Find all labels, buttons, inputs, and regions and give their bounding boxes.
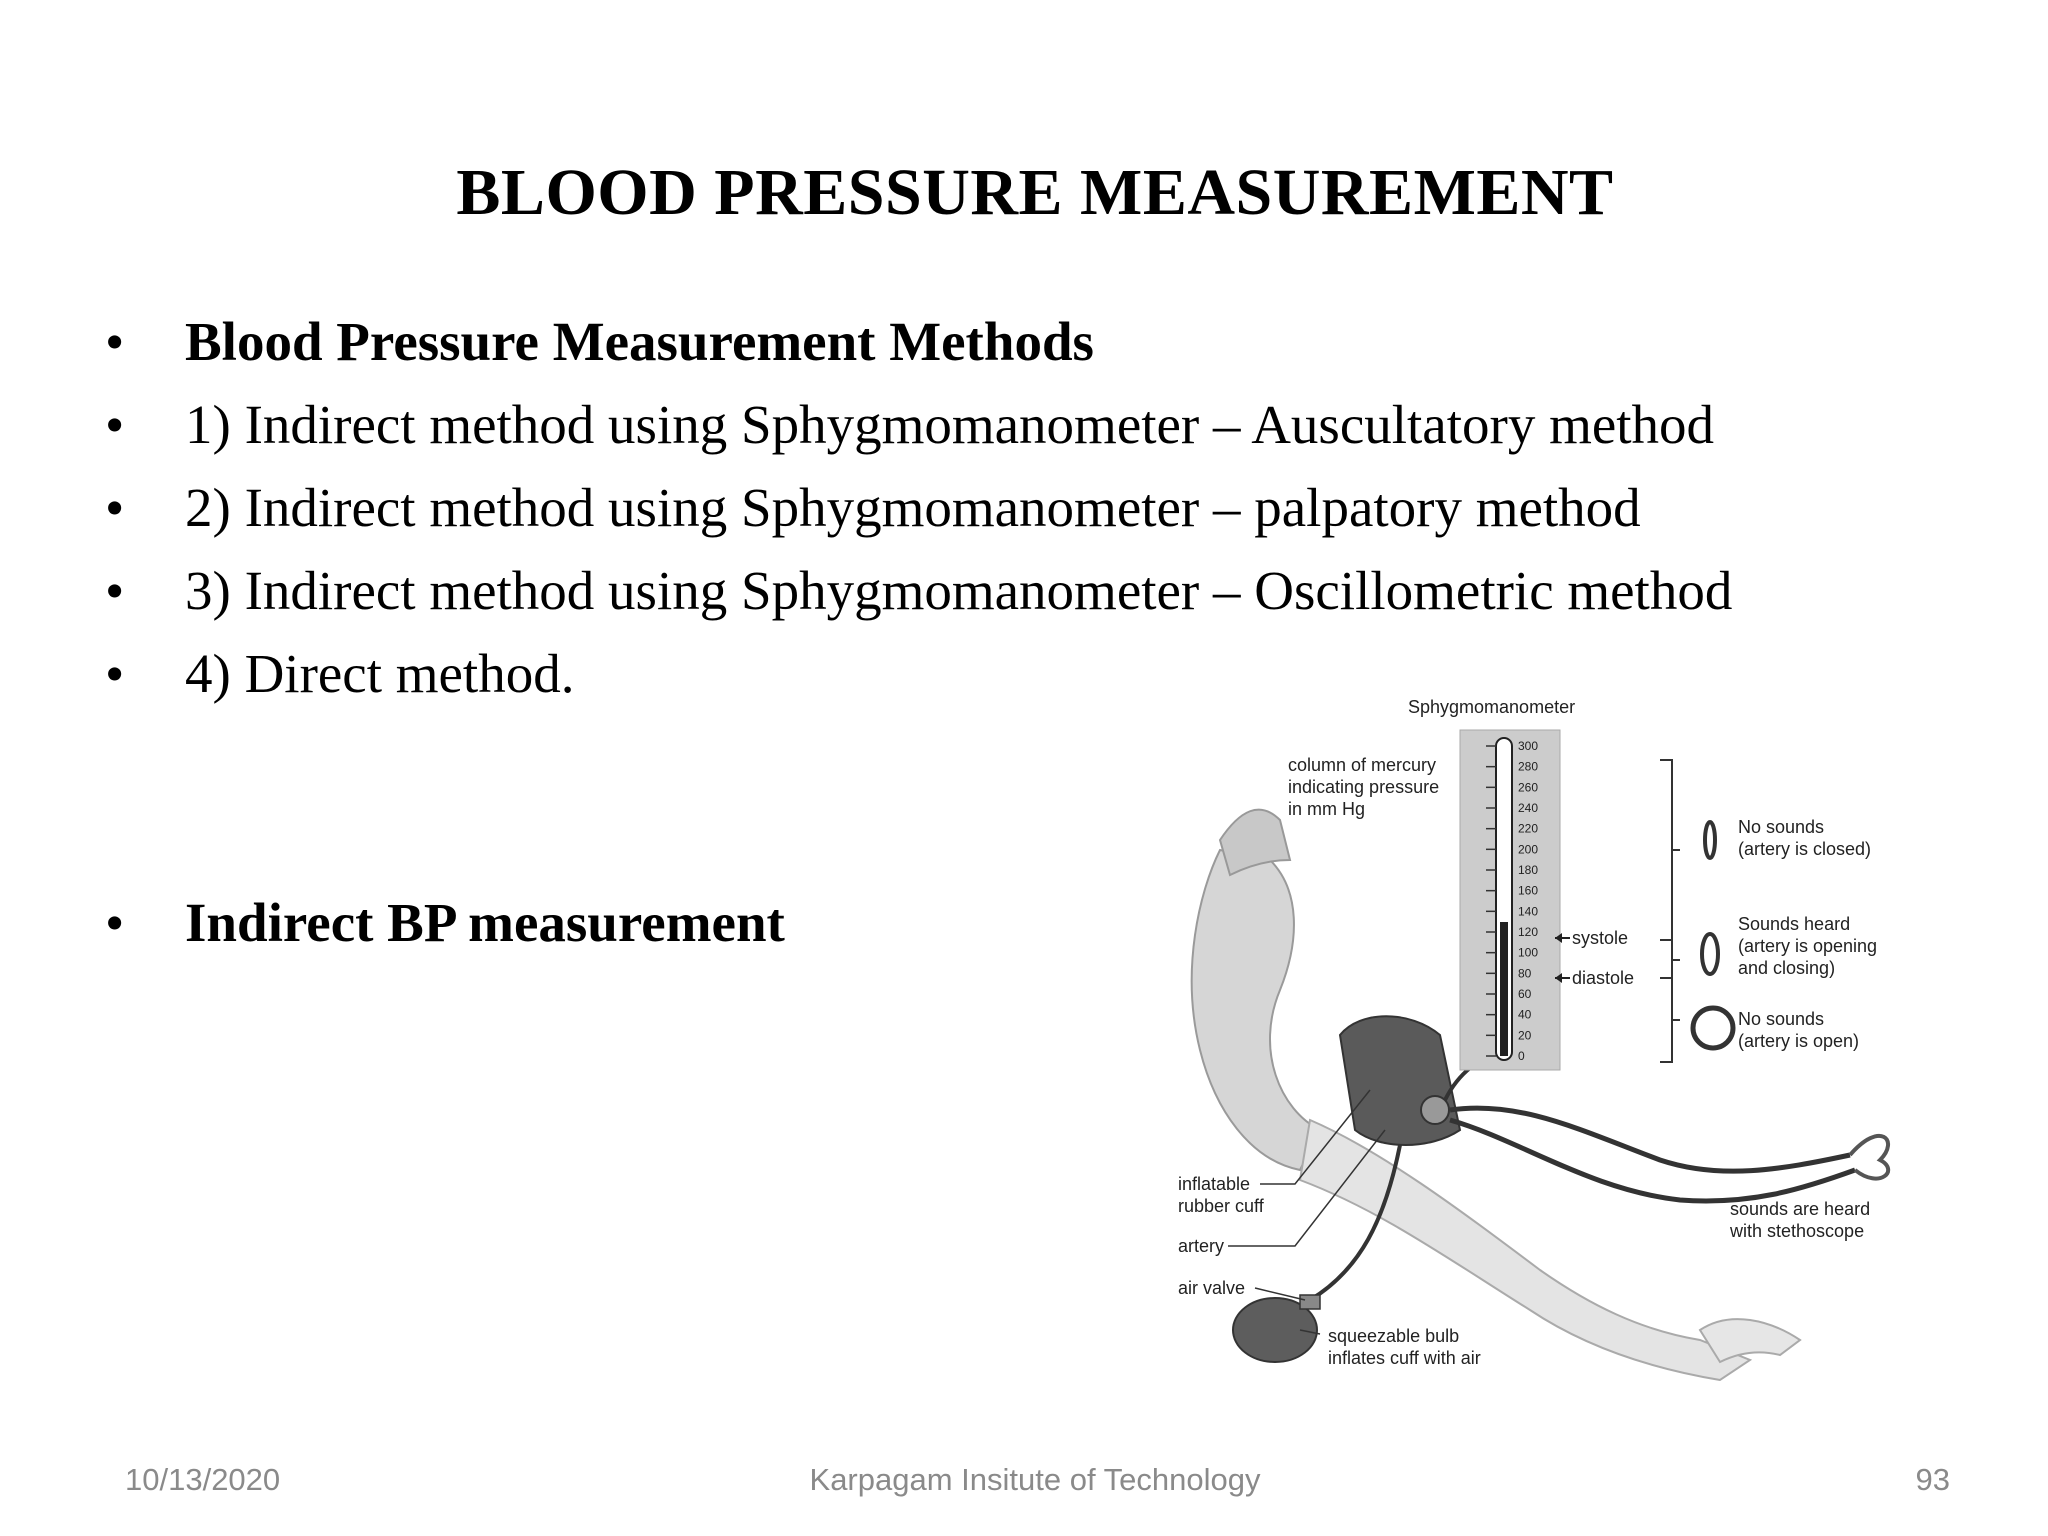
mercury-column [1500,922,1508,1056]
tube-shape [1449,1117,1856,1204]
column-label-line: column of mercury [1288,755,1436,775]
scale-group: 3002802602402202001801601401201008060402… [1486,739,1538,1063]
bullet-item: •3) Indirect method using Sphygmomanomet… [105,549,1732,632]
scale-tick-label: 120 [1518,925,1538,939]
scale-tick-label: 180 [1518,863,1538,877]
cuff-shape [1338,1015,1462,1146]
scale-tick-label: 60 [1518,987,1532,1001]
valve-shape [1299,1294,1321,1310]
artery-label: artery [1178,1236,1224,1256]
footer-date: 10/13/2020 [125,1462,281,1497]
scale-tick-label: 80 [1518,966,1532,980]
column-label-line: indicating pressure [1288,777,1439,797]
arrow-icon [1555,973,1562,983]
stethoscope-label: sounds are heard [1730,1199,1870,1219]
diagram-heading: Sphygmomanometer [1408,697,1575,717]
bulb-shape [1232,1297,1318,1363]
cuff-connector-shape [1420,1095,1450,1125]
scale-tick-label: 280 [1518,760,1538,774]
tube-shape [1308,1144,1402,1302]
shoulder-top-shape [1218,808,1292,877]
bullet-item: •4) Direct method. [105,632,1732,715]
scale-tick-label: 200 [1518,842,1538,856]
bullet-item: •Indirect BP measurement [105,881,1732,964]
state-label: No sounds [1738,1009,1824,1029]
bracket-shape [1660,939,1680,979]
bullet-dot: • [105,892,125,953]
leader-line [1260,1089,1371,1185]
bullet-dot: • [105,477,125,538]
state-label: (artery is open) [1738,1031,1859,1051]
state-label: (artery is opening [1738,936,1877,956]
scale-tick-label: 260 [1518,780,1538,794]
bullet-item: •1) Indirect method using Sphygmomanomet… [105,383,1732,466]
bullet-dot: • [105,394,125,455]
scale-tick-label: 20 [1518,1028,1532,1042]
cuff-label: rubber cuff [1178,1196,1265,1216]
hand-shape [1698,1318,1802,1364]
bullet-item: •Blood Pressure Measurement Methods [105,300,1732,383]
scale-tick-label: 220 [1518,822,1538,836]
bullet-item: •2) Indirect method using Sphygmomanomet… [105,466,1732,549]
bullet-dot: • [105,311,125,372]
sphygmomanometer-diagram: Sphygmomanometer 300 280 260 240 220 20 [1160,690,1920,1390]
scale-tick-label: 140 [1518,904,1538,918]
scale-tick-label: 40 [1518,1008,1532,1022]
stethoscope-label: with stethoscope [1729,1221,1864,1241]
artery-open-icon [1690,1005,1736,1051]
state-label: (artery is closed) [1738,839,1871,859]
shoulder-shape [1190,848,1322,1172]
leader-line [1299,1329,1321,1335]
artery-closed-icon [1703,820,1717,860]
state-label: Sounds heard [1738,914,1850,934]
cuff-label: inflatable [1178,1174,1250,1194]
bullet-dot: • [105,560,125,621]
bullet-dot: • [105,643,125,704]
scale-tick-label: 100 [1518,946,1538,960]
diastole-label: diastole [1572,968,1634,988]
stethoscope-icon [1848,1133,1891,1181]
state-label: No sounds [1738,817,1824,837]
tube-shape [1449,1105,1851,1174]
forearm-shape [1298,1118,1753,1382]
scale-tick-label: 160 [1518,884,1538,898]
artery-opening-icon [1700,932,1720,976]
scale-tick-label: 0 [1518,1049,1525,1063]
scale-tick-label: 240 [1518,801,1538,815]
slide-title: BLOOD PRESSURE MEASUREMENT [456,156,1614,229]
bullet-list: •Blood Pressure Measurement Methods •1) … [105,300,1732,964]
arrow-icon [1555,933,1562,943]
systole-label: systole [1572,928,1628,948]
bulb-label: inflates cuff with air [1328,1348,1481,1368]
scale-tick-label: 300 [1518,739,1538,753]
state-label: and closing) [1738,958,1835,978]
bracket-shape [1660,977,1680,1063]
page-number: 93 [1915,1462,1950,1497]
valve-label: air valve [1178,1278,1245,1298]
bulb-label: squeezable bulb [1328,1326,1459,1346]
column-label-line: in mm Hg [1288,799,1365,819]
footer-organization: Karpagam Insitute of Technology [809,1462,1261,1497]
leader-line [1228,1129,1386,1247]
diagram-svg: Sphygmomanometer 300 280 260 240 220 20 [1178,697,1891,1382]
leader-line [1254,1287,1306,1301]
bracket-shape [1660,759,1680,941]
